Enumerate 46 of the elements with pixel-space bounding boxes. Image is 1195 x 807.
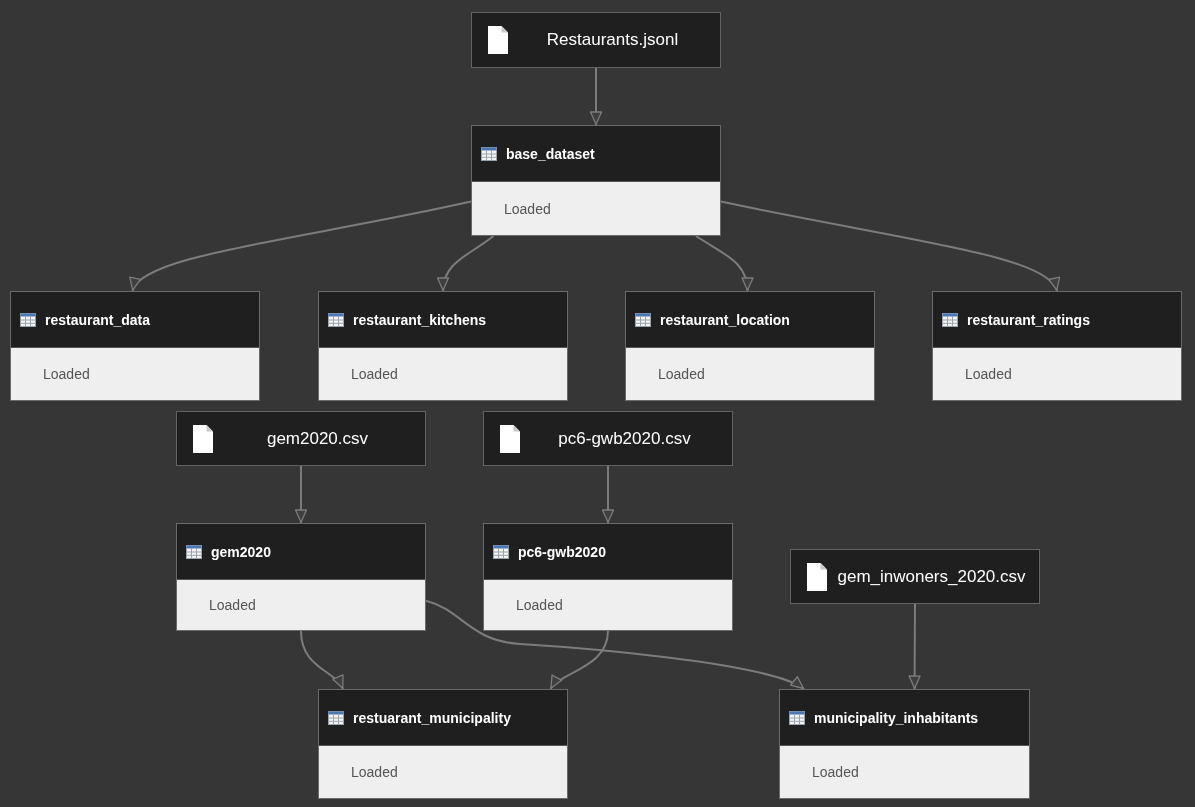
file-node <box>483 411 733 466</box>
table-name: restaurant_ratings <box>967 311 1090 328</box>
table-card <box>176 523 426 631</box>
file-name: Restaurants.jsonl <box>545 30 680 50</box>
table-name: municipality_inhabitants <box>814 709 979 726</box>
table-card <box>483 523 733 631</box>
arrow <box>908 603 921 690</box>
table-card <box>779 689 1030 799</box>
table-card <box>318 291 568 401</box>
table-card <box>471 125 721 236</box>
file-name: pc6-gwb2020.csv <box>557 428 692 449</box>
arrow <box>720 200 1058 292</box>
status-text: Loaded <box>965 366 1012 382</box>
table-card <box>318 689 568 799</box>
status-text: Loaded <box>351 366 398 382</box>
table-name: restuarant_municipality <box>353 709 511 726</box>
arrow <box>695 235 753 292</box>
file-node <box>471 12 721 68</box>
arrow <box>601 465 615 524</box>
status-text: Loaded <box>351 764 398 780</box>
table-card <box>10 291 260 401</box>
arrow <box>425 599 806 690</box>
status-text: Loaded <box>209 597 256 613</box>
table-card <box>625 291 875 401</box>
table-name: base_dataset <box>506 145 595 162</box>
status-text: Loaded <box>43 366 90 382</box>
file-node <box>176 411 426 466</box>
file-name: gem2020.csv <box>265 428 370 449</box>
table-card <box>932 291 1182 401</box>
arrow <box>300 630 344 690</box>
table-name: restaurant_kitchens <box>353 311 487 328</box>
arrow <box>589 67 603 126</box>
table-name: restaurant_location <box>660 311 790 328</box>
table-name: gem2020 <box>211 543 271 560</box>
status-text: Loaded <box>812 764 859 780</box>
status-text: Loaded <box>516 597 563 613</box>
arrow <box>131 200 472 292</box>
status-text: Loaded <box>504 200 551 217</box>
arrow <box>294 465 308 524</box>
file-node <box>790 549 1040 604</box>
table-name: restaurant_data <box>45 311 151 328</box>
table-name: pc6-gwb2020 <box>518 543 606 560</box>
status-text: Loaded <box>658 366 705 382</box>
arrow <box>549 630 609 690</box>
arrow <box>437 235 495 292</box>
file-name: gem_inwoners_2020.csv <box>836 566 1027 587</box>
